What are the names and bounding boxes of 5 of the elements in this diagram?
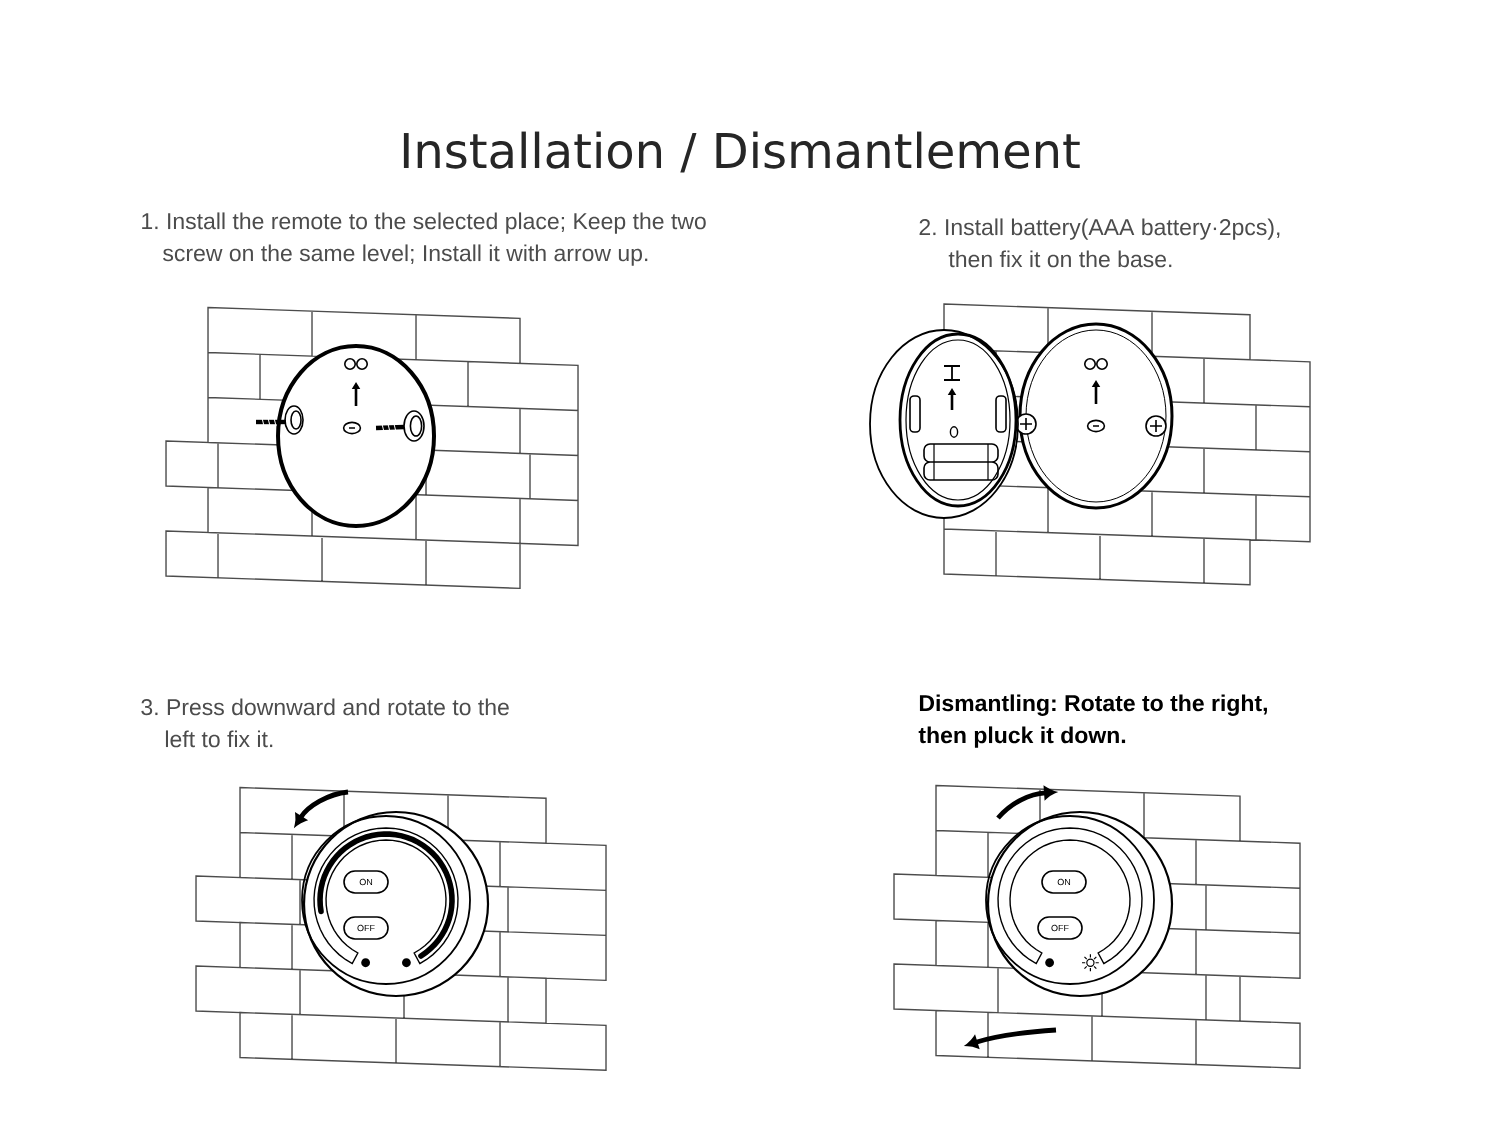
step-instruction: 3. Press downward and rotate to the left to fix it.: [141, 698, 509, 748]
step-instruction: Dismantling: Rotate to the right, then pluck it down.: [918, 694, 1267, 748]
step-instruction: 1. Install the remote to the selected place; Keep the two screw on the same level; Install it with arrow up.: [142, 212, 706, 266]
title: Installation / Dismantlement: [403, 131, 1080, 173]
step-instruction: 2. Install battery(AAA battery·2pcs), then fix it on the base.: [919, 218, 1280, 268]
